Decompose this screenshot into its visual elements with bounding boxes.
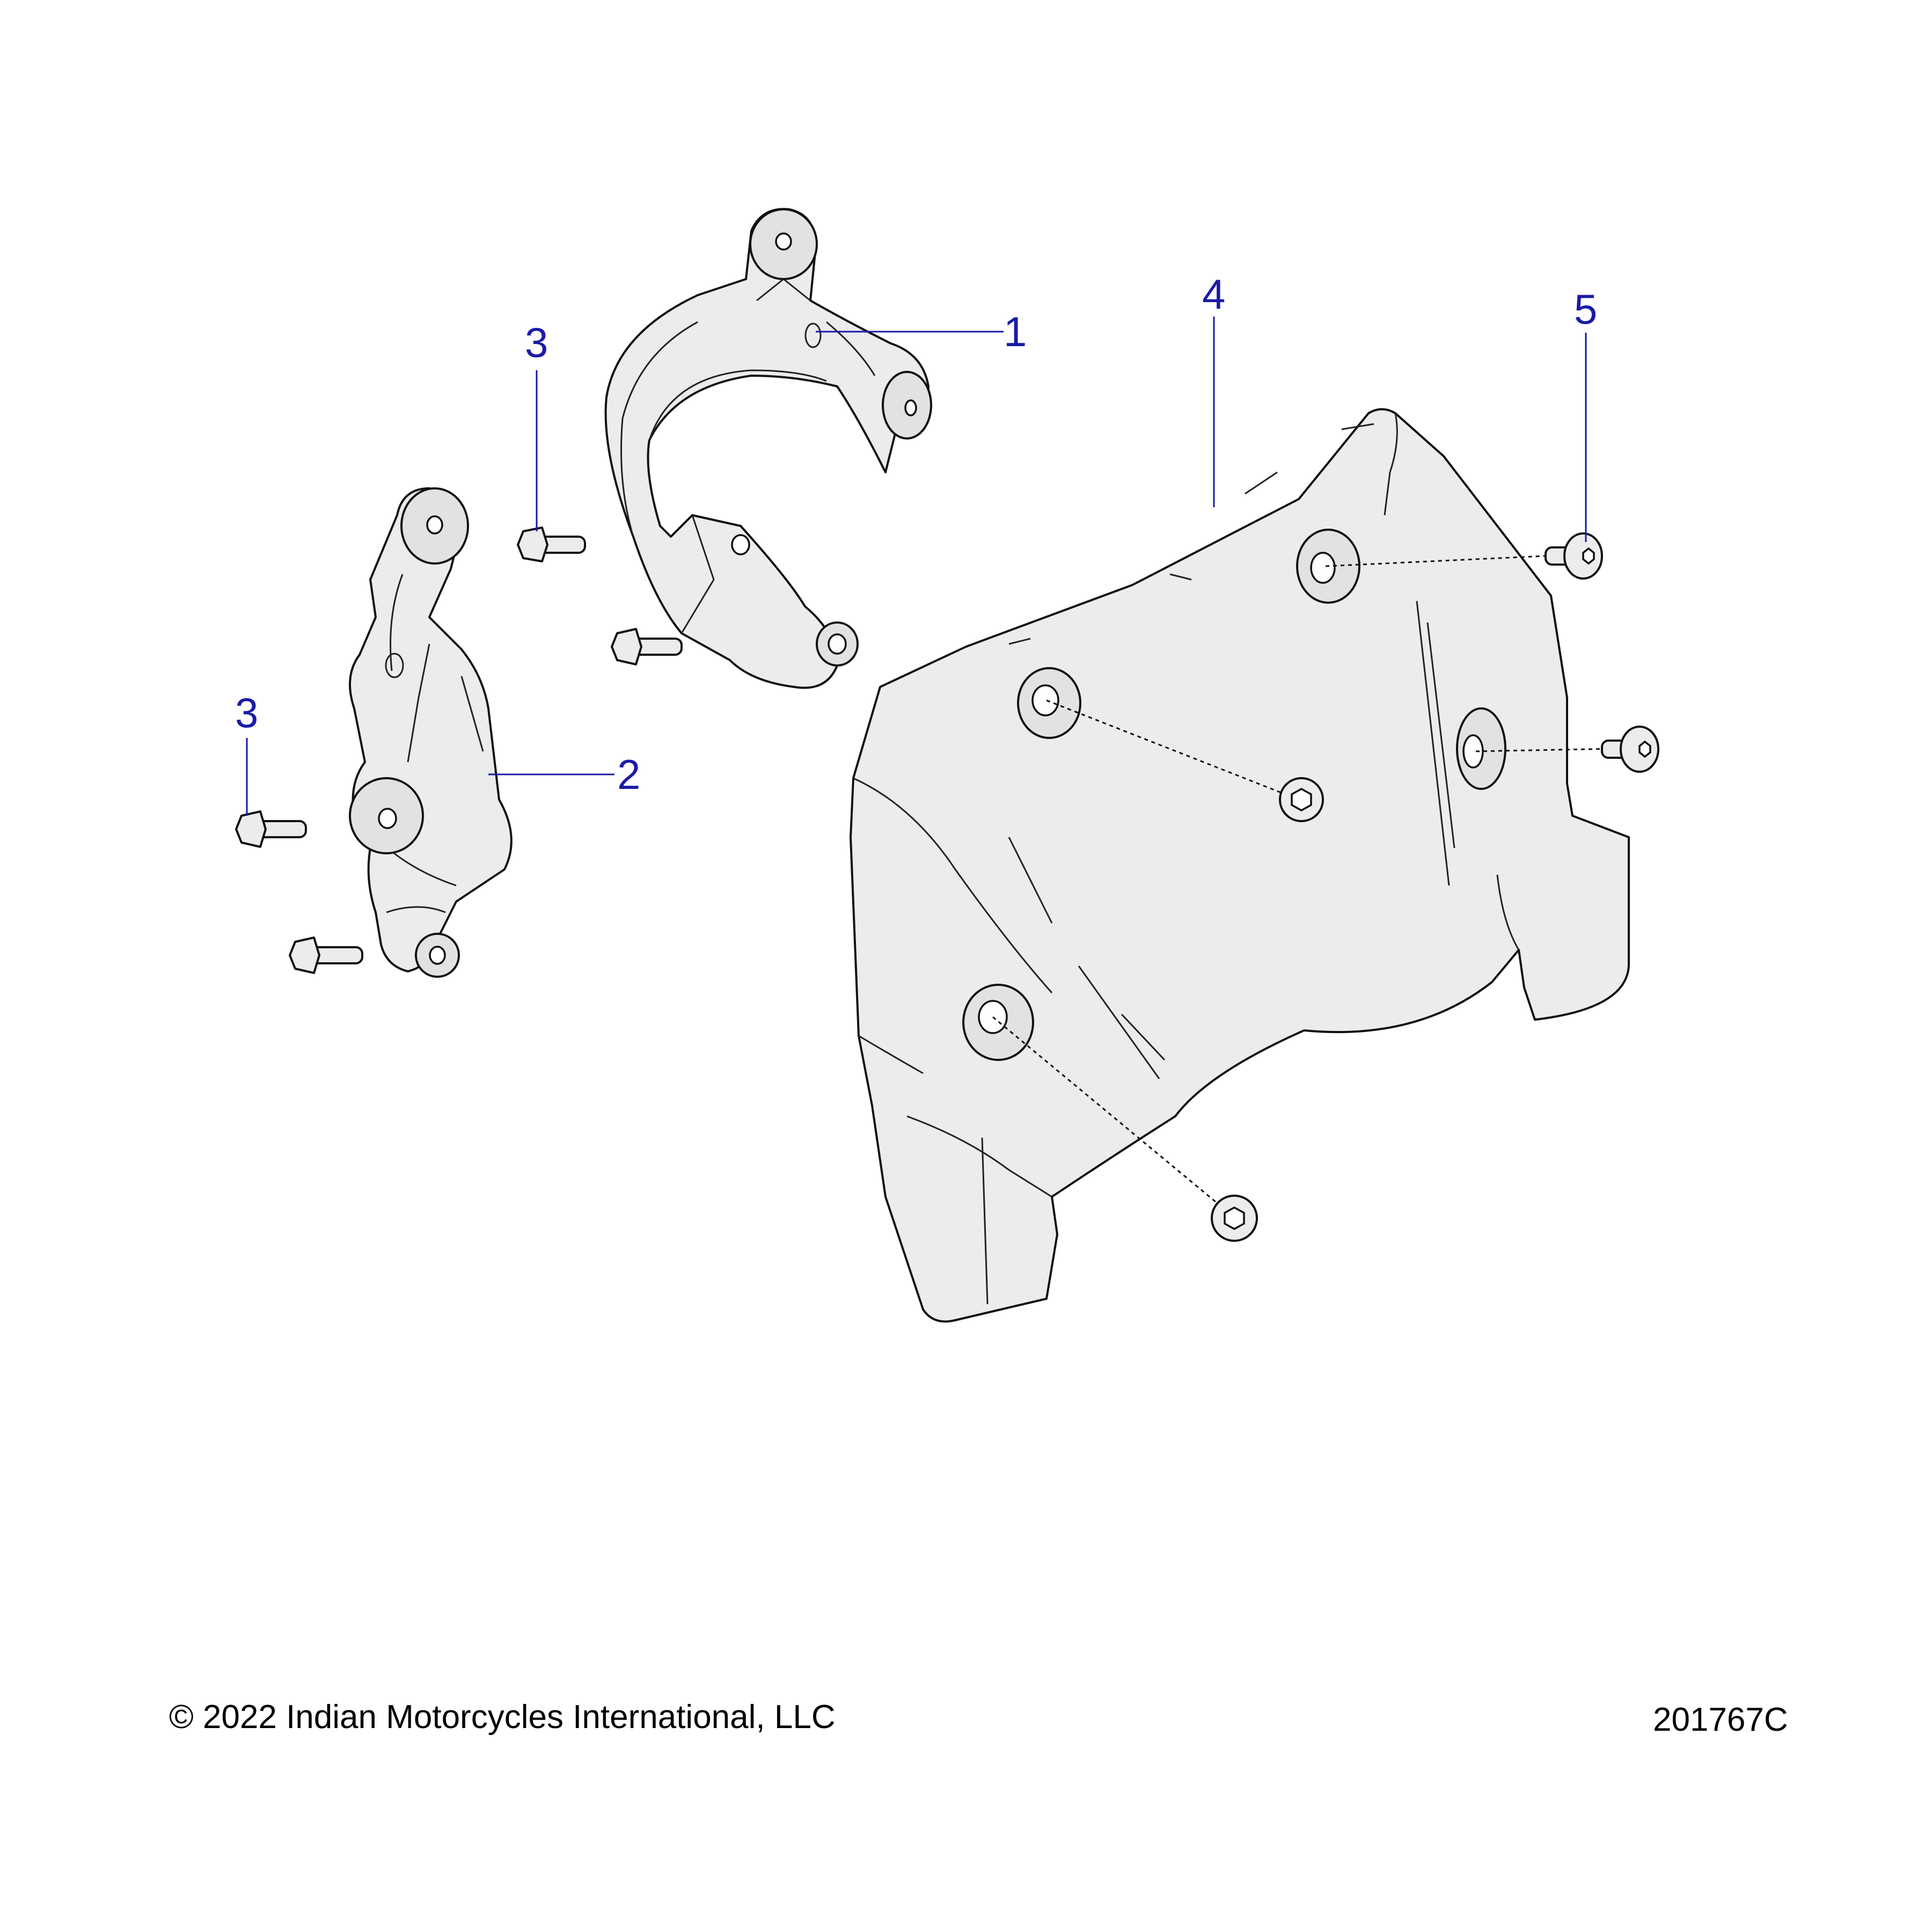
callout-5: 5 (1574, 286, 1597, 333)
callout-1: 1 (1004, 308, 1027, 355)
copyright-text: © 2022 Indian Motorcycles International,… (169, 1699, 836, 1736)
screw-part-3 (611, 628, 683, 665)
callout-4: 4 (1202, 270, 1225, 318)
callout-3: 3 (525, 319, 548, 366)
assembly-line (1046, 699, 1286, 795)
screw-part-5 (1279, 777, 1324, 822)
bracket-part-2 (349, 487, 513, 978)
cover-plate-part-4 (850, 408, 1630, 1323)
screw-part-5 (1545, 532, 1603, 580)
callout-3: 3 (235, 689, 258, 736)
screw-part-5 (1211, 1195, 1258, 1242)
callout-2: 2 (617, 751, 640, 798)
diagram-id: 201767C (1653, 1701, 1788, 1738)
screw-part-3 (517, 526, 586, 562)
screw-part-3 (289, 936, 363, 974)
bracket-part-1 (604, 208, 932, 689)
screw-part-3 (235, 810, 307, 848)
screw-part-5 (1601, 726, 1659, 773)
assembly-line (992, 1016, 1230, 1214)
assembly-line (1325, 554, 1557, 567)
assembly-line (1475, 748, 1616, 752)
